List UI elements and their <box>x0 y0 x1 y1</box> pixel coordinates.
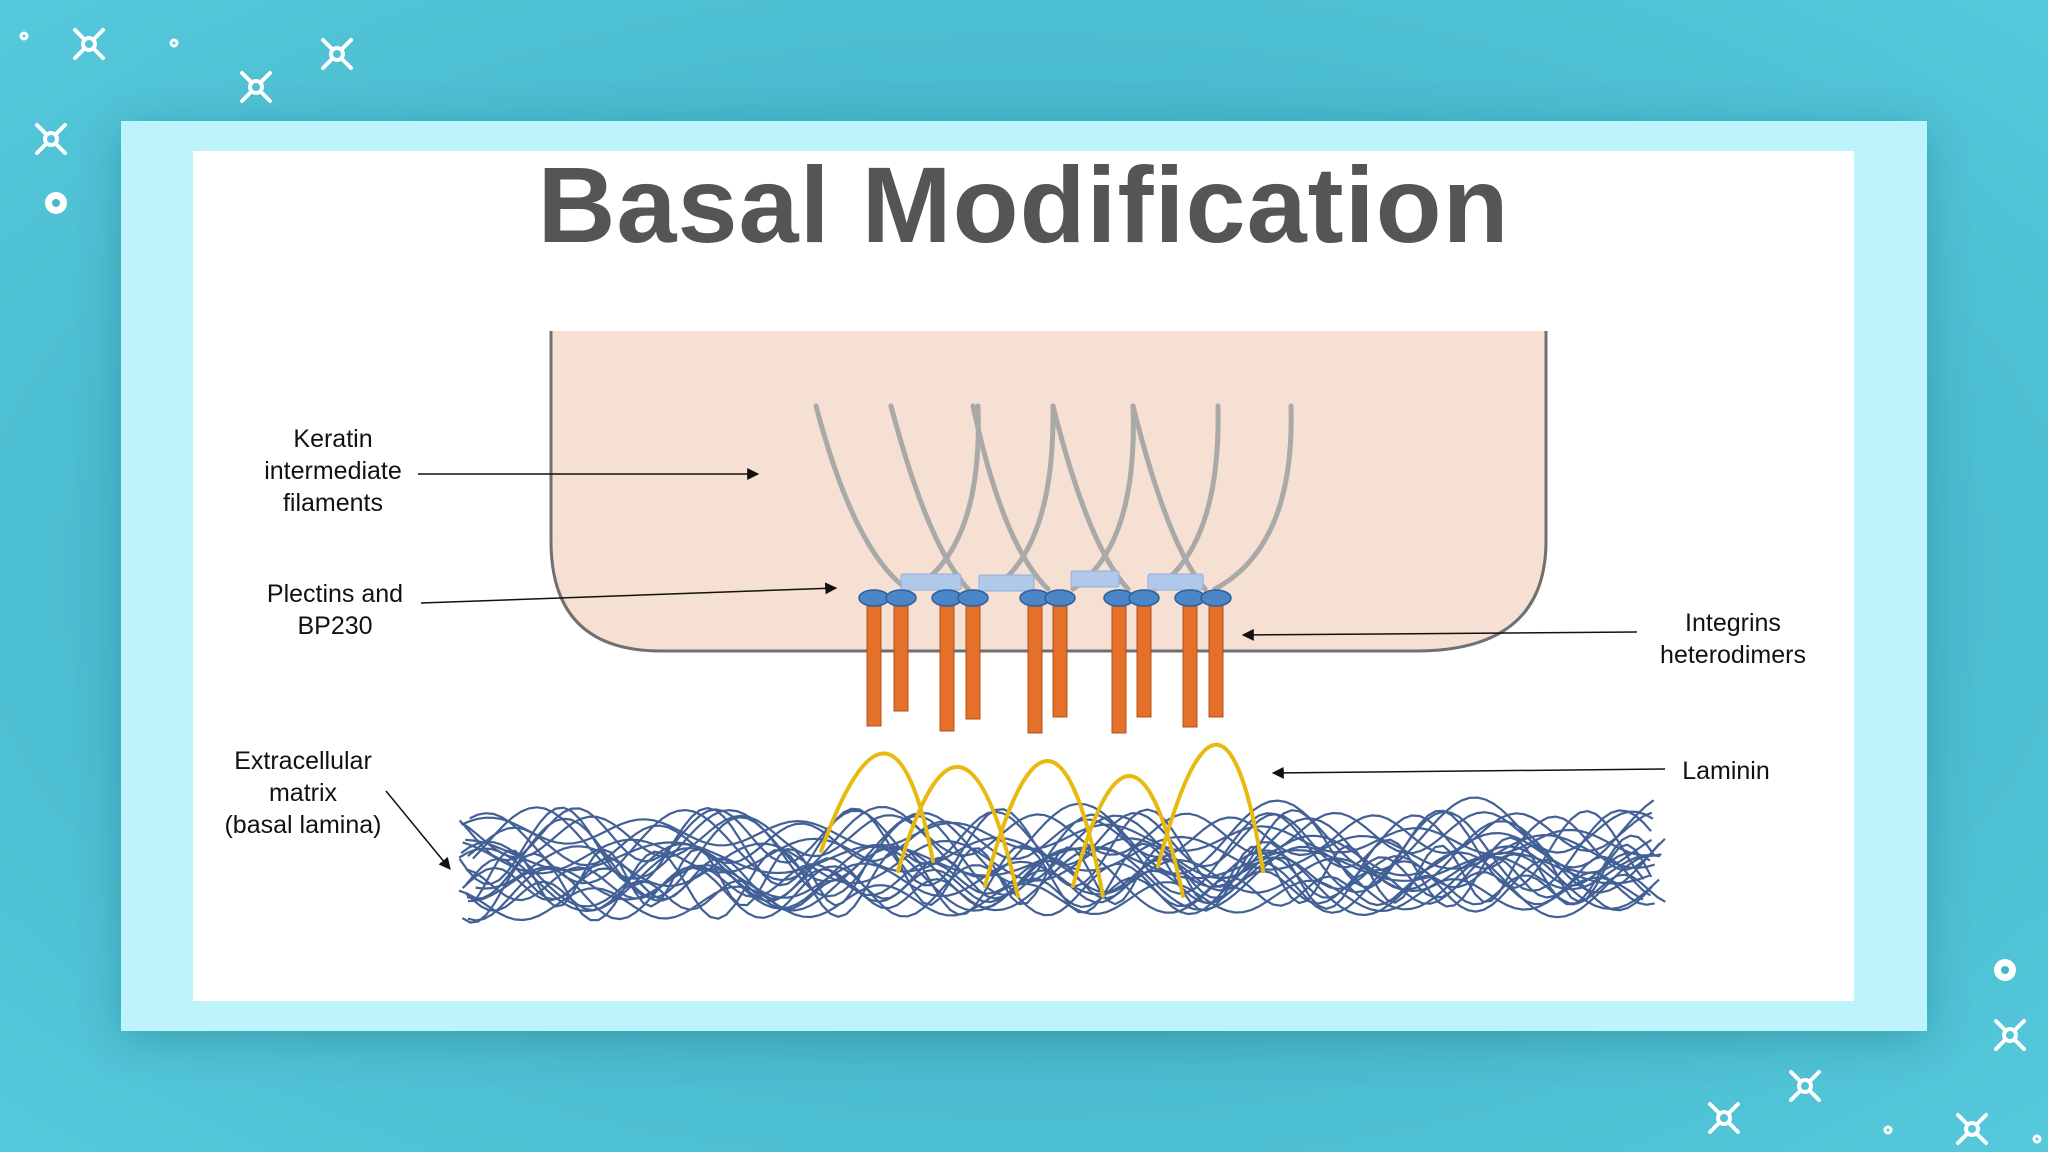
matrix-fiber <box>467 858 1653 922</box>
slide: Basal Modification <box>193 151 1854 1001</box>
dot-icon <box>169 38 179 48</box>
integrins-label: Integrins heterodimers <box>1660 609 1806 669</box>
dot-icon <box>1883 1125 1893 1135</box>
integrin-heterodimers <box>858 589 1232 734</box>
sparkle-icon <box>1956 1113 1988 1145</box>
integrin-subunit <box>1027 600 1043 734</box>
keratin-filaments <box>813 403 1294 592</box>
basal-modification-diagram <box>385 331 1666 924</box>
integrin-subunit <box>1208 600 1224 718</box>
matrix-fiber <box>465 838 1650 885</box>
sparkle-icon <box>73 28 105 60</box>
integrin-head <box>885 589 917 607</box>
dot-icon <box>2032 1134 2042 1144</box>
keratin-label: Keratin intermediate filaments <box>264 425 402 517</box>
extracellular-matrix <box>458 796 1666 924</box>
integrin-head <box>957 589 989 607</box>
plectins-label: Plectins and BP230 <box>266 580 404 640</box>
integrin-subunit <box>939 600 955 732</box>
plectin-arrow <box>420 582 838 604</box>
matrix-fiber <box>469 796 1655 885</box>
matrix-fiber <box>460 840 1654 919</box>
ecm-arrow <box>385 790 451 870</box>
laminin-label: Laminin <box>1682 757 1770 785</box>
sparkle-icon <box>1994 1019 2026 1051</box>
label-arrows <box>385 468 1666 870</box>
integrin-subunit <box>866 600 882 727</box>
integrin-head <box>858 589 890 607</box>
integrin-subunit <box>965 600 981 720</box>
integrin-subunit <box>1182 600 1198 728</box>
slide-title: Basal Modification <box>537 144 1510 265</box>
integrin-subunit <box>1111 600 1127 734</box>
integrin-subunit <box>1052 600 1068 718</box>
matrix-fiber <box>458 807 1661 871</box>
integrin-subunit <box>1136 600 1152 718</box>
matrix-fiber <box>461 834 1656 924</box>
plectin-plaques <box>900 570 1204 592</box>
sparkle-icon <box>240 71 272 103</box>
matrix-fiber <box>460 816 1662 858</box>
integrin-head <box>1200 589 1232 607</box>
laminin-strands <box>819 742 1265 898</box>
integrin-head <box>1128 589 1160 607</box>
integrin-subunit <box>893 600 909 712</box>
matrix-fiber <box>464 873 1666 912</box>
sparkle-icon <box>35 123 67 155</box>
matrix-fiber <box>461 866 1655 906</box>
dot-icon <box>19 31 29 41</box>
extracellular-matrix-label: Extracellular matrix (basal lamina) <box>224 747 382 839</box>
sparkle-icon <box>321 38 353 70</box>
sparkle-icon <box>1789 1070 1821 1102</box>
matrix-fiber <box>458 876 1644 922</box>
matrix-fiber <box>458 845 1660 913</box>
integrin-head <box>1044 589 1076 607</box>
laminin-arrow <box>1271 766 1666 779</box>
sparkle-icon <box>1708 1102 1740 1134</box>
integrin-arrow <box>1241 628 1638 641</box>
